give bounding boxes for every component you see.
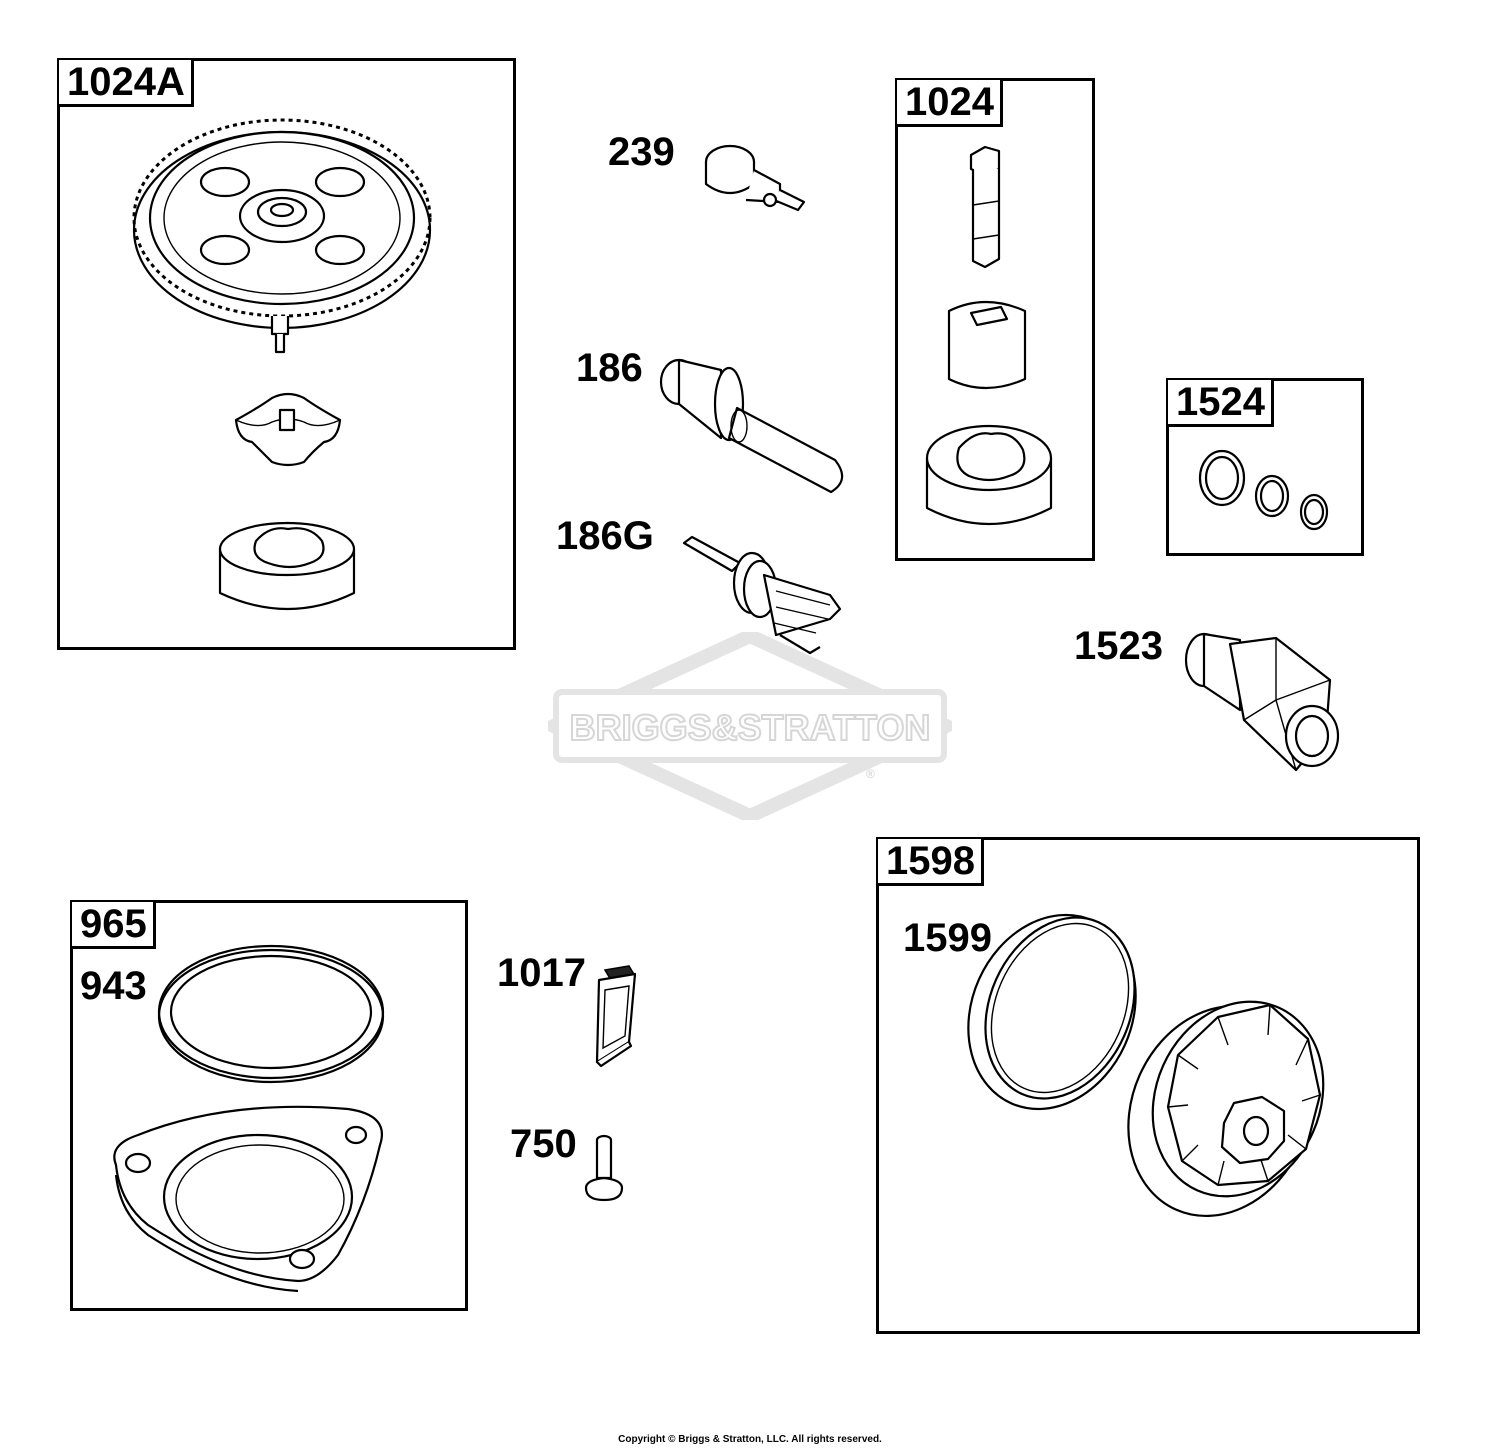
filter-wrench-cap-illustration (1120, 985, 1335, 1217)
oil-screen-illustration (585, 962, 645, 1072)
dipstick-tube-illustration (655, 352, 855, 502)
part-label-239: 239 (608, 130, 675, 174)
part-label-186: 186 (576, 346, 643, 390)
kit-box-1024: 1024 (895, 78, 1095, 561)
pump-rotor-inner-illustration (945, 295, 1029, 395)
oil-pressure-switch-illustration (700, 140, 810, 220)
kit-box-1598: 1598 (876, 837, 1420, 1334)
cam-gear-illustration (130, 120, 440, 360)
filter-seal-ring-illustration (960, 908, 1145, 1118)
pump-housing-illustration (218, 515, 358, 615)
screw-illustration (582, 1132, 632, 1204)
part-label-1017: 1017 (497, 951, 586, 995)
part-label-750: 750 (510, 1122, 577, 1166)
part-label-1599: 1599 (903, 916, 992, 960)
watermark-text: BRIGGS&STRATTON (570, 707, 931, 748)
gasket-ring-illustration (155, 942, 387, 1088)
kit-box-1024a: 1024A (57, 58, 516, 650)
kit-box-1524: 1524 (1166, 378, 1364, 556)
o-rings-illustration (1198, 448, 1338, 538)
part-label-1523: 1523 (1074, 624, 1163, 668)
adapter-fitting-illustration (1180, 630, 1345, 775)
briggs-stratton-watermark-logo: BRIGGS&STRATTON ® (548, 632, 952, 820)
pump-rotor-illustration (228, 390, 348, 470)
kit-label-965: 965 (72, 902, 156, 949)
watermark-registered-mark: ® (866, 767, 875, 781)
sump-gasket-illustration (108, 1105, 392, 1285)
kit-label-1024a: 1024A (59, 60, 194, 107)
kit-label-1598: 1598 (878, 839, 984, 886)
oil-sensor-illustration (680, 535, 850, 660)
pump-housing-1024-illustration (925, 418, 1055, 533)
copyright-notice: Copyright © Briggs & Stratton, LLC. All … (618, 1434, 882, 1445)
part-label-186g: 186G (556, 514, 654, 558)
kit-label-1524: 1524 (1168, 380, 1274, 427)
part-label-943: 943 (80, 964, 147, 1008)
pump-shaft-illustration (965, 145, 1015, 275)
kit-label-1024: 1024 (897, 80, 1003, 127)
kit-box-965: 965 (70, 900, 468, 1311)
